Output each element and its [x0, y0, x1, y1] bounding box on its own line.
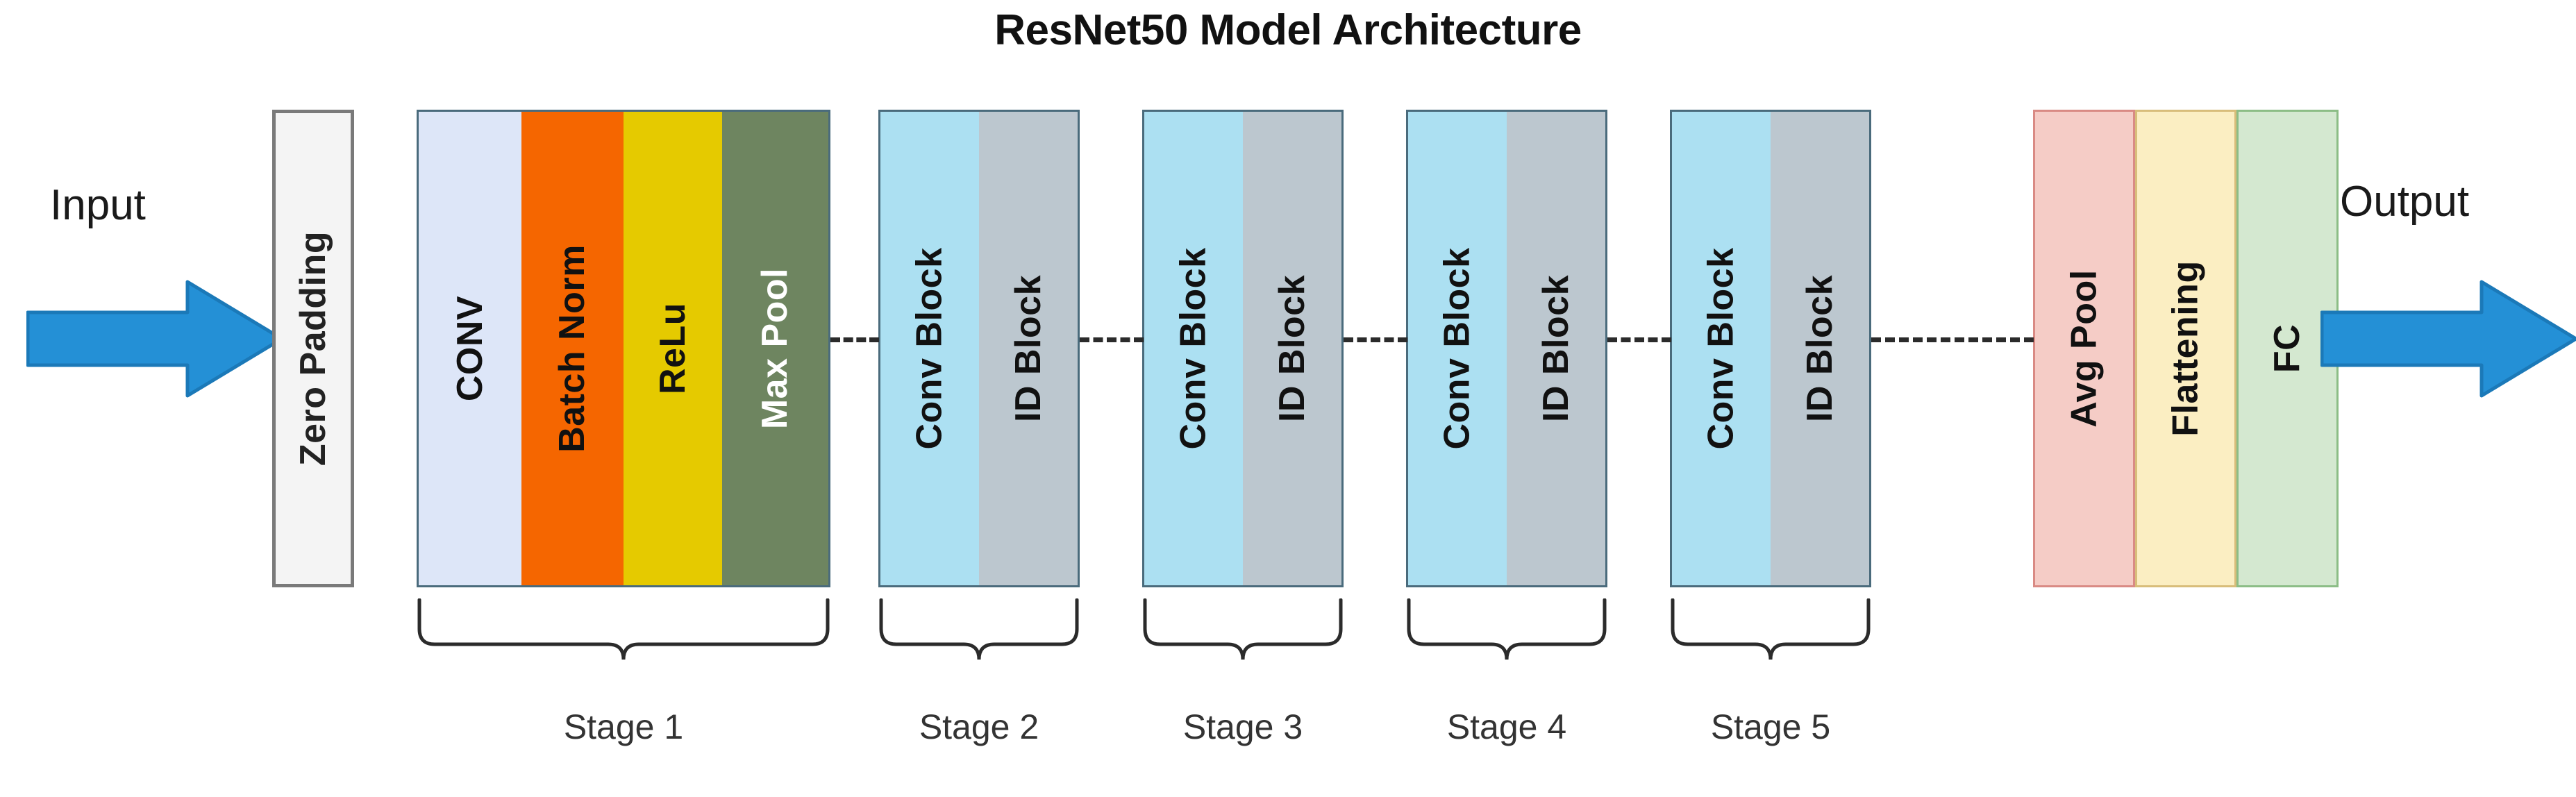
output-label: Output — [2340, 178, 2470, 226]
block-batch-norm: Batch Norm — [521, 112, 624, 585]
block-conv-block: Conv Block — [1408, 112, 1507, 585]
block-label: Conv Block — [910, 247, 950, 450]
stage-1-group: CONV Batch Norm ReLu Max Pool — [417, 110, 830, 587]
block-label: Conv Block — [1701, 247, 1741, 450]
block-label: Flattening — [2166, 260, 2207, 437]
connector-stage4-stage5 — [1607, 337, 1671, 342]
page-title: ResNet50 Model Architecture — [994, 6, 1582, 54]
stage-label-1: Stage 1 — [563, 707, 684, 746]
block-label: FC — [2267, 324, 2308, 374]
block-label: Batch Norm — [552, 244, 593, 453]
block-label: ID Block — [1536, 274, 1576, 423]
block-label: CONV — [449, 295, 490, 402]
brace-stage-1 — [417, 598, 830, 665]
block-label: Avg Pool — [2064, 269, 2105, 428]
block-id-block: ID Block — [979, 112, 1078, 585]
brace-stage-5 — [1670, 598, 1871, 665]
block-id-block: ID Block — [1771, 112, 1869, 585]
block-conv-block: Conv Block — [1144, 112, 1243, 585]
input-label: Input — [50, 181, 146, 229]
stage-4-group: Conv Block ID Block — [1406, 110, 1607, 587]
connector-stage1-stage2 — [830, 337, 879, 342]
output-arrow-icon — [2320, 276, 2576, 401]
block-label: ID Block — [1272, 274, 1312, 423]
stage-label-5: Stage 5 — [1710, 707, 1831, 746]
stage-label-2: Stage 2 — [919, 707, 1039, 746]
block-label: Zero Padding — [293, 230, 333, 467]
block-max-pool: Max Pool — [721, 112, 828, 585]
block-label: Conv Block — [1437, 247, 1478, 450]
block-label: Conv Block — [1173, 247, 1214, 450]
stage-label-3: Stage 3 — [1182, 707, 1303, 746]
block-conv-block: Conv Block — [880, 112, 979, 585]
stage-5-group: Conv Block ID Block — [1670, 110, 1871, 587]
block-label: Max Pool — [755, 267, 796, 430]
stage-2-group: Conv Block ID Block — [878, 110, 1080, 587]
input-arrow-icon — [26, 276, 283, 401]
connector-stage2-stage3 — [1080, 337, 1144, 342]
connector-stage3-stage4 — [1344, 337, 1407, 342]
block-avg-pool: Avg Pool — [2033, 110, 2135, 587]
block-label: ID Block — [1008, 274, 1048, 423]
connector-stage5-head — [1871, 337, 2034, 342]
zero-padding-group: Zero Padding — [272, 110, 354, 587]
brace-stage-2 — [878, 598, 1080, 665]
block-flattening: Flattening — [2134, 110, 2237, 587]
block-id-block: ID Block — [1507, 112, 1605, 585]
block-label: ReLu — [652, 303, 693, 394]
brace-stage-4 — [1406, 598, 1607, 665]
block-conv-block: Conv Block — [1672, 112, 1771, 585]
brace-stage-3 — [1142, 598, 1344, 665]
block-relu: ReLu — [624, 112, 722, 585]
stage-label-4: Stage 4 — [1446, 707, 1567, 746]
block-conv: CONV — [419, 112, 521, 585]
block-zero-padding: Zero Padding — [276, 113, 351, 584]
block-label: ID Block — [1800, 274, 1840, 423]
stage-3-group: Conv Block ID Block — [1142, 110, 1344, 587]
classifier-head-group: Avg Pool Flattening FC — [2033, 110, 2339, 587]
block-id-block: ID Block — [1243, 112, 1341, 585]
